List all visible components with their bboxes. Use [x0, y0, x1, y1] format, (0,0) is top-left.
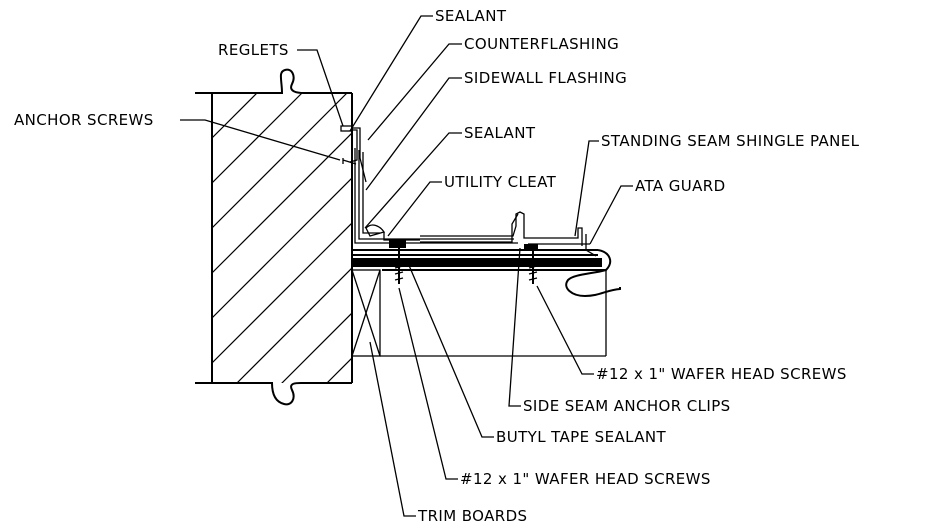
label-side-seam-anchor-clips: SIDE SEAM ANCHOR CLIPS: [523, 397, 731, 415]
deck-screw-right: [528, 250, 538, 284]
label-reglets: REGLETS: [218, 41, 289, 59]
label-utility-cleat: UTILITY CLEAT: [444, 173, 557, 191]
wall-top-break: [195, 68, 352, 94]
label-sealant-top: SEALANT: [435, 7, 507, 25]
deck-nosing: [382, 249, 621, 298]
label-sealant-mid: SEALANT: [464, 124, 536, 142]
anchor-screw: [342, 158, 357, 165]
counterflashing-inner: [349, 129, 358, 163]
counterflashing-assembly: [340, 125, 367, 183]
roof-deck: [352, 248, 621, 298]
label-ata-guard: ATA GUARD: [635, 177, 726, 195]
sidewall-flashing: [354, 148, 518, 244]
trim-boards: [351, 269, 607, 357]
label-anchor-screws: ANCHOR SCREWS: [14, 111, 154, 129]
label-counterflashing: COUNTERFLASHING: [464, 35, 619, 53]
deck-screw-left: [394, 248, 404, 284]
wall-bottom-break: [195, 381, 352, 406]
label-sidewall-flashing: SIDEWALL FLASHING: [464, 69, 627, 87]
callout-labels: SEALANT REGLETS COUNTERFLASHING SIDEWALL…: [14, 7, 860, 525]
label-butyl-tape-sealant: BUTYL TAPE SEALANT: [496, 428, 667, 446]
label-wafer-screws-bottom: #12 x 1" WAFER HEAD SCREWS: [460, 470, 711, 488]
counterflashing-outer: [352, 127, 361, 158]
wall-section: [195, 68, 353, 406]
label-standing-seam-shingle-panel: STANDING SEAM SHINGLE PANEL: [601, 132, 860, 150]
label-trim-boards: TRIM BOARDS: [417, 507, 527, 525]
utility-cleat: [383, 232, 420, 248]
sealant-bead: [365, 224, 386, 237]
leader-lines: [180, 15, 633, 517]
ata-guard: [585, 234, 597, 257]
label-wafer-screws-right: #12 x 1" WAFER HEAD SCREWS: [596, 365, 847, 383]
wall-hatch: [212, 93, 352, 383]
